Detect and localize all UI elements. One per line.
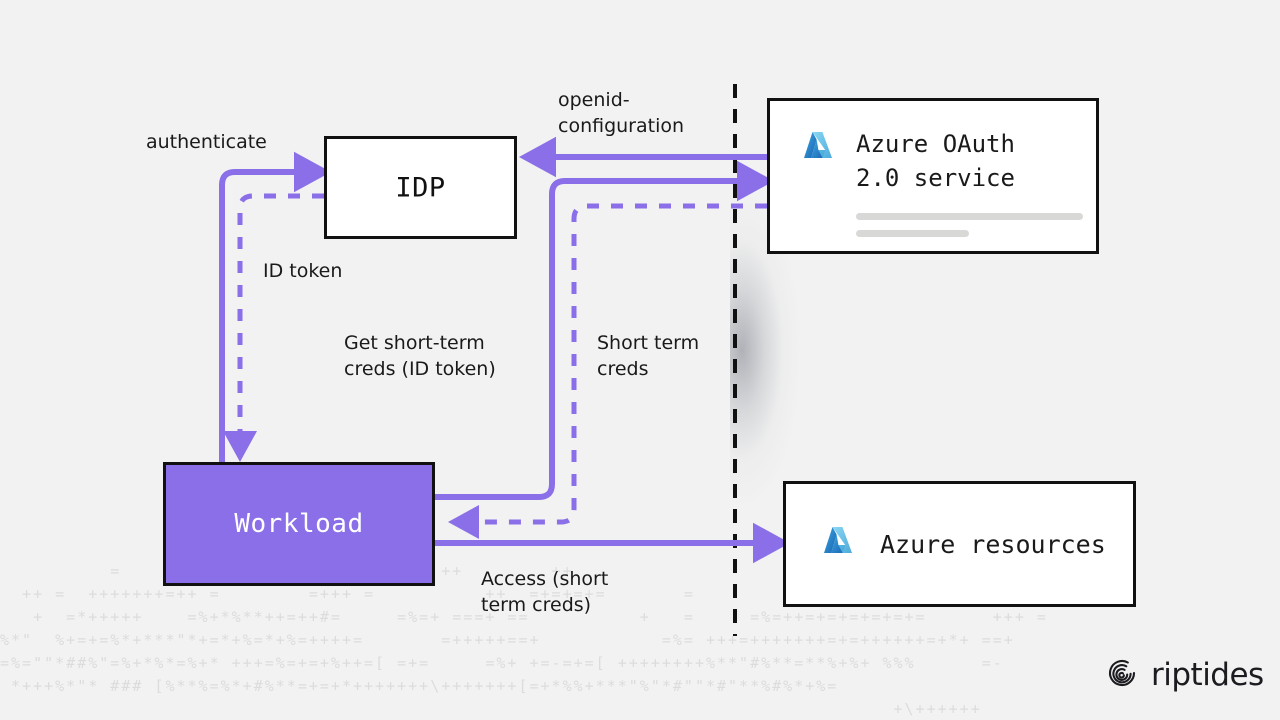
node-idp[interactable]: IDP bbox=[324, 136, 517, 239]
edge-label-openid-configuration: openid- configuration bbox=[558, 89, 685, 137]
edge-label-id-token: ID token bbox=[263, 260, 343, 282]
node-workload[interactable]: Workload bbox=[163, 462, 435, 586]
node-idp-label: IDP bbox=[395, 172, 446, 203]
azure-logo-icon bbox=[798, 127, 838, 171]
node-azure-oauth-title: Azure OAuth 2.0 service bbox=[856, 130, 1015, 192]
edge-label-get-short-term-creds: Get short-term creds (ID token) bbox=[344, 332, 496, 380]
placeholder-bar-long bbox=[856, 213, 1083, 220]
edge-id-token bbox=[223, 193, 324, 462]
azure-logo-icon bbox=[818, 522, 858, 566]
edge-label-authenticate: authenticate bbox=[146, 131, 267, 153]
edge-label-short-term-creds: Short term creds bbox=[597, 332, 700, 380]
edge-label-access-short-term-creds: Access (short term creds) bbox=[481, 568, 609, 616]
riptides-logo: riptides bbox=[1104, 655, 1264, 695]
edge-authenticate bbox=[219, 151, 331, 462]
node-azure-oauth[interactable]: Azure OAuth 2.0 service bbox=[767, 98, 1099, 254]
riptides-spiral-icon bbox=[1104, 655, 1140, 695]
azure-oauth-text-wrap: Azure OAuth 2.0 service bbox=[856, 127, 1083, 237]
node-azure-resources-title: Azure resources bbox=[880, 529, 1106, 559]
riptides-wordmark: riptides bbox=[1151, 657, 1264, 693]
placeholder-bar-short bbox=[856, 230, 969, 237]
node-azure-resources[interactable]: Azure resources bbox=[783, 481, 1136, 607]
node-workload-label: Workload bbox=[234, 509, 364, 539]
